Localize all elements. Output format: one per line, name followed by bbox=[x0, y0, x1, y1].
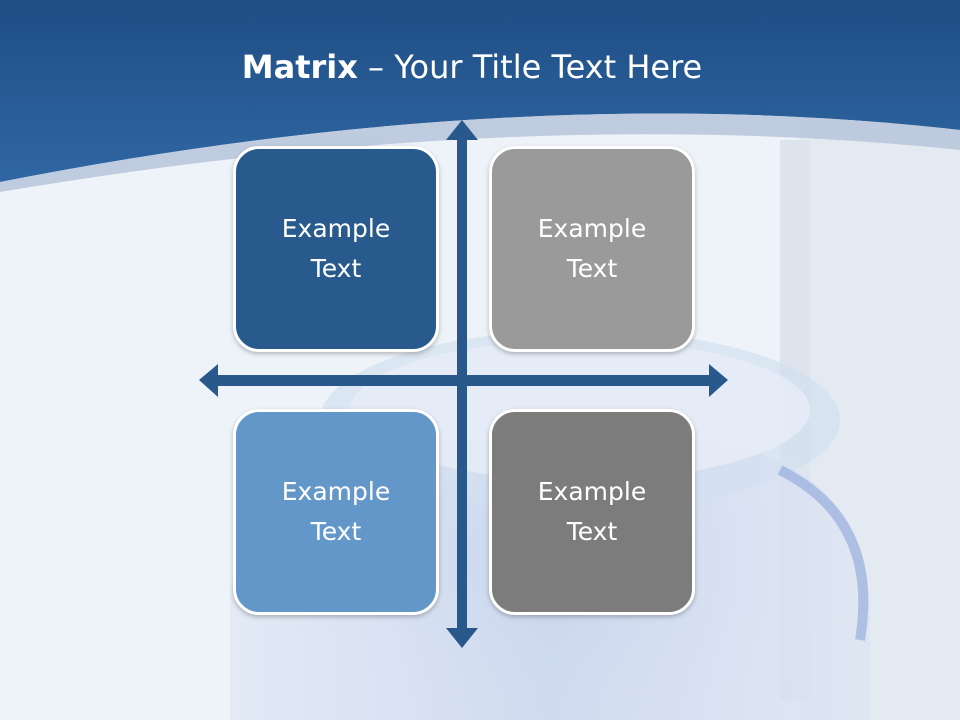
matrix-cell-bottom-left: Example Text bbox=[233, 409, 439, 615]
up-arrowhead bbox=[446, 120, 478, 140]
cell-label: Example Text bbox=[281, 477, 391, 546]
left-arrowhead bbox=[199, 364, 218, 397]
matrix-cell-top-right: Example Text bbox=[489, 146, 695, 352]
cell-label: Example Text bbox=[537, 214, 647, 283]
slide-title: Matrix – Your Title Text Here bbox=[0, 48, 944, 86]
matrix-cell-bottom-right: Example Text bbox=[489, 409, 695, 615]
horizontal-axis bbox=[214, 375, 714, 386]
down-arrowhead bbox=[446, 628, 478, 648]
title-bold: Matrix bbox=[241, 48, 358, 86]
cell-label: Example Text bbox=[537, 477, 647, 546]
right-arrowhead bbox=[709, 364, 728, 397]
cell-label: Example Text bbox=[281, 214, 391, 283]
title-rest: – Your Title Text Here bbox=[357, 48, 703, 86]
matrix-cell-top-left: Example Text bbox=[233, 146, 439, 352]
